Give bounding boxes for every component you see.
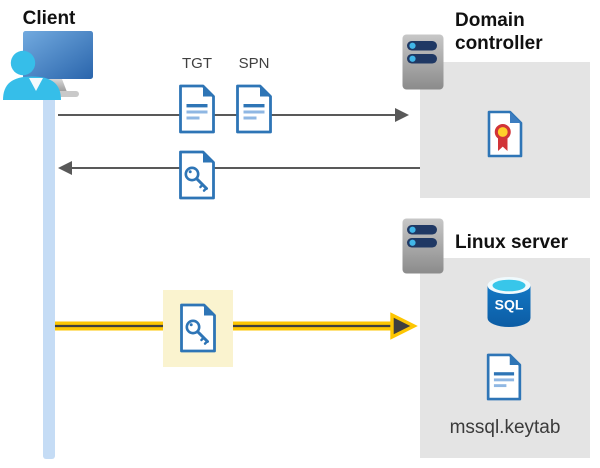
auth-request-arrow-line (58, 114, 397, 116)
highlighted-keytab-key-icon (180, 303, 216, 353)
auth-request-arrowhead-icon (395, 108, 409, 122)
linux-server-server-icon (402, 218, 444, 274)
domain-controller-server-icon (402, 34, 444, 90)
client-lifeline (43, 93, 55, 459)
keytab-document-icon (486, 353, 522, 401)
sql-database-icon: SQL (487, 277, 531, 327)
tgt-document-icon (179, 84, 215, 134)
linux-server-label: Linux server (455, 232, 568, 253)
client-label: Client (22, 8, 76, 29)
spn-document-icon (236, 84, 272, 134)
client-workstation-icon (3, 31, 93, 100)
tgt-label: TGT (182, 55, 212, 72)
spn-label: SPN (238, 55, 270, 72)
keytab-auth-arrow (55, 312, 418, 340)
sql-icon-text: SQL (495, 297, 524, 313)
service-ticket-key-icon (179, 150, 215, 200)
ticket-response-arrowhead-icon (58, 161, 72, 175)
keytab-file-label: mssql.keytab (449, 417, 561, 438)
ticket-response-arrow-line (70, 167, 420, 169)
certificate-icon (487, 110, 523, 158)
domain-controller-label: Domain controller (455, 10, 543, 54)
